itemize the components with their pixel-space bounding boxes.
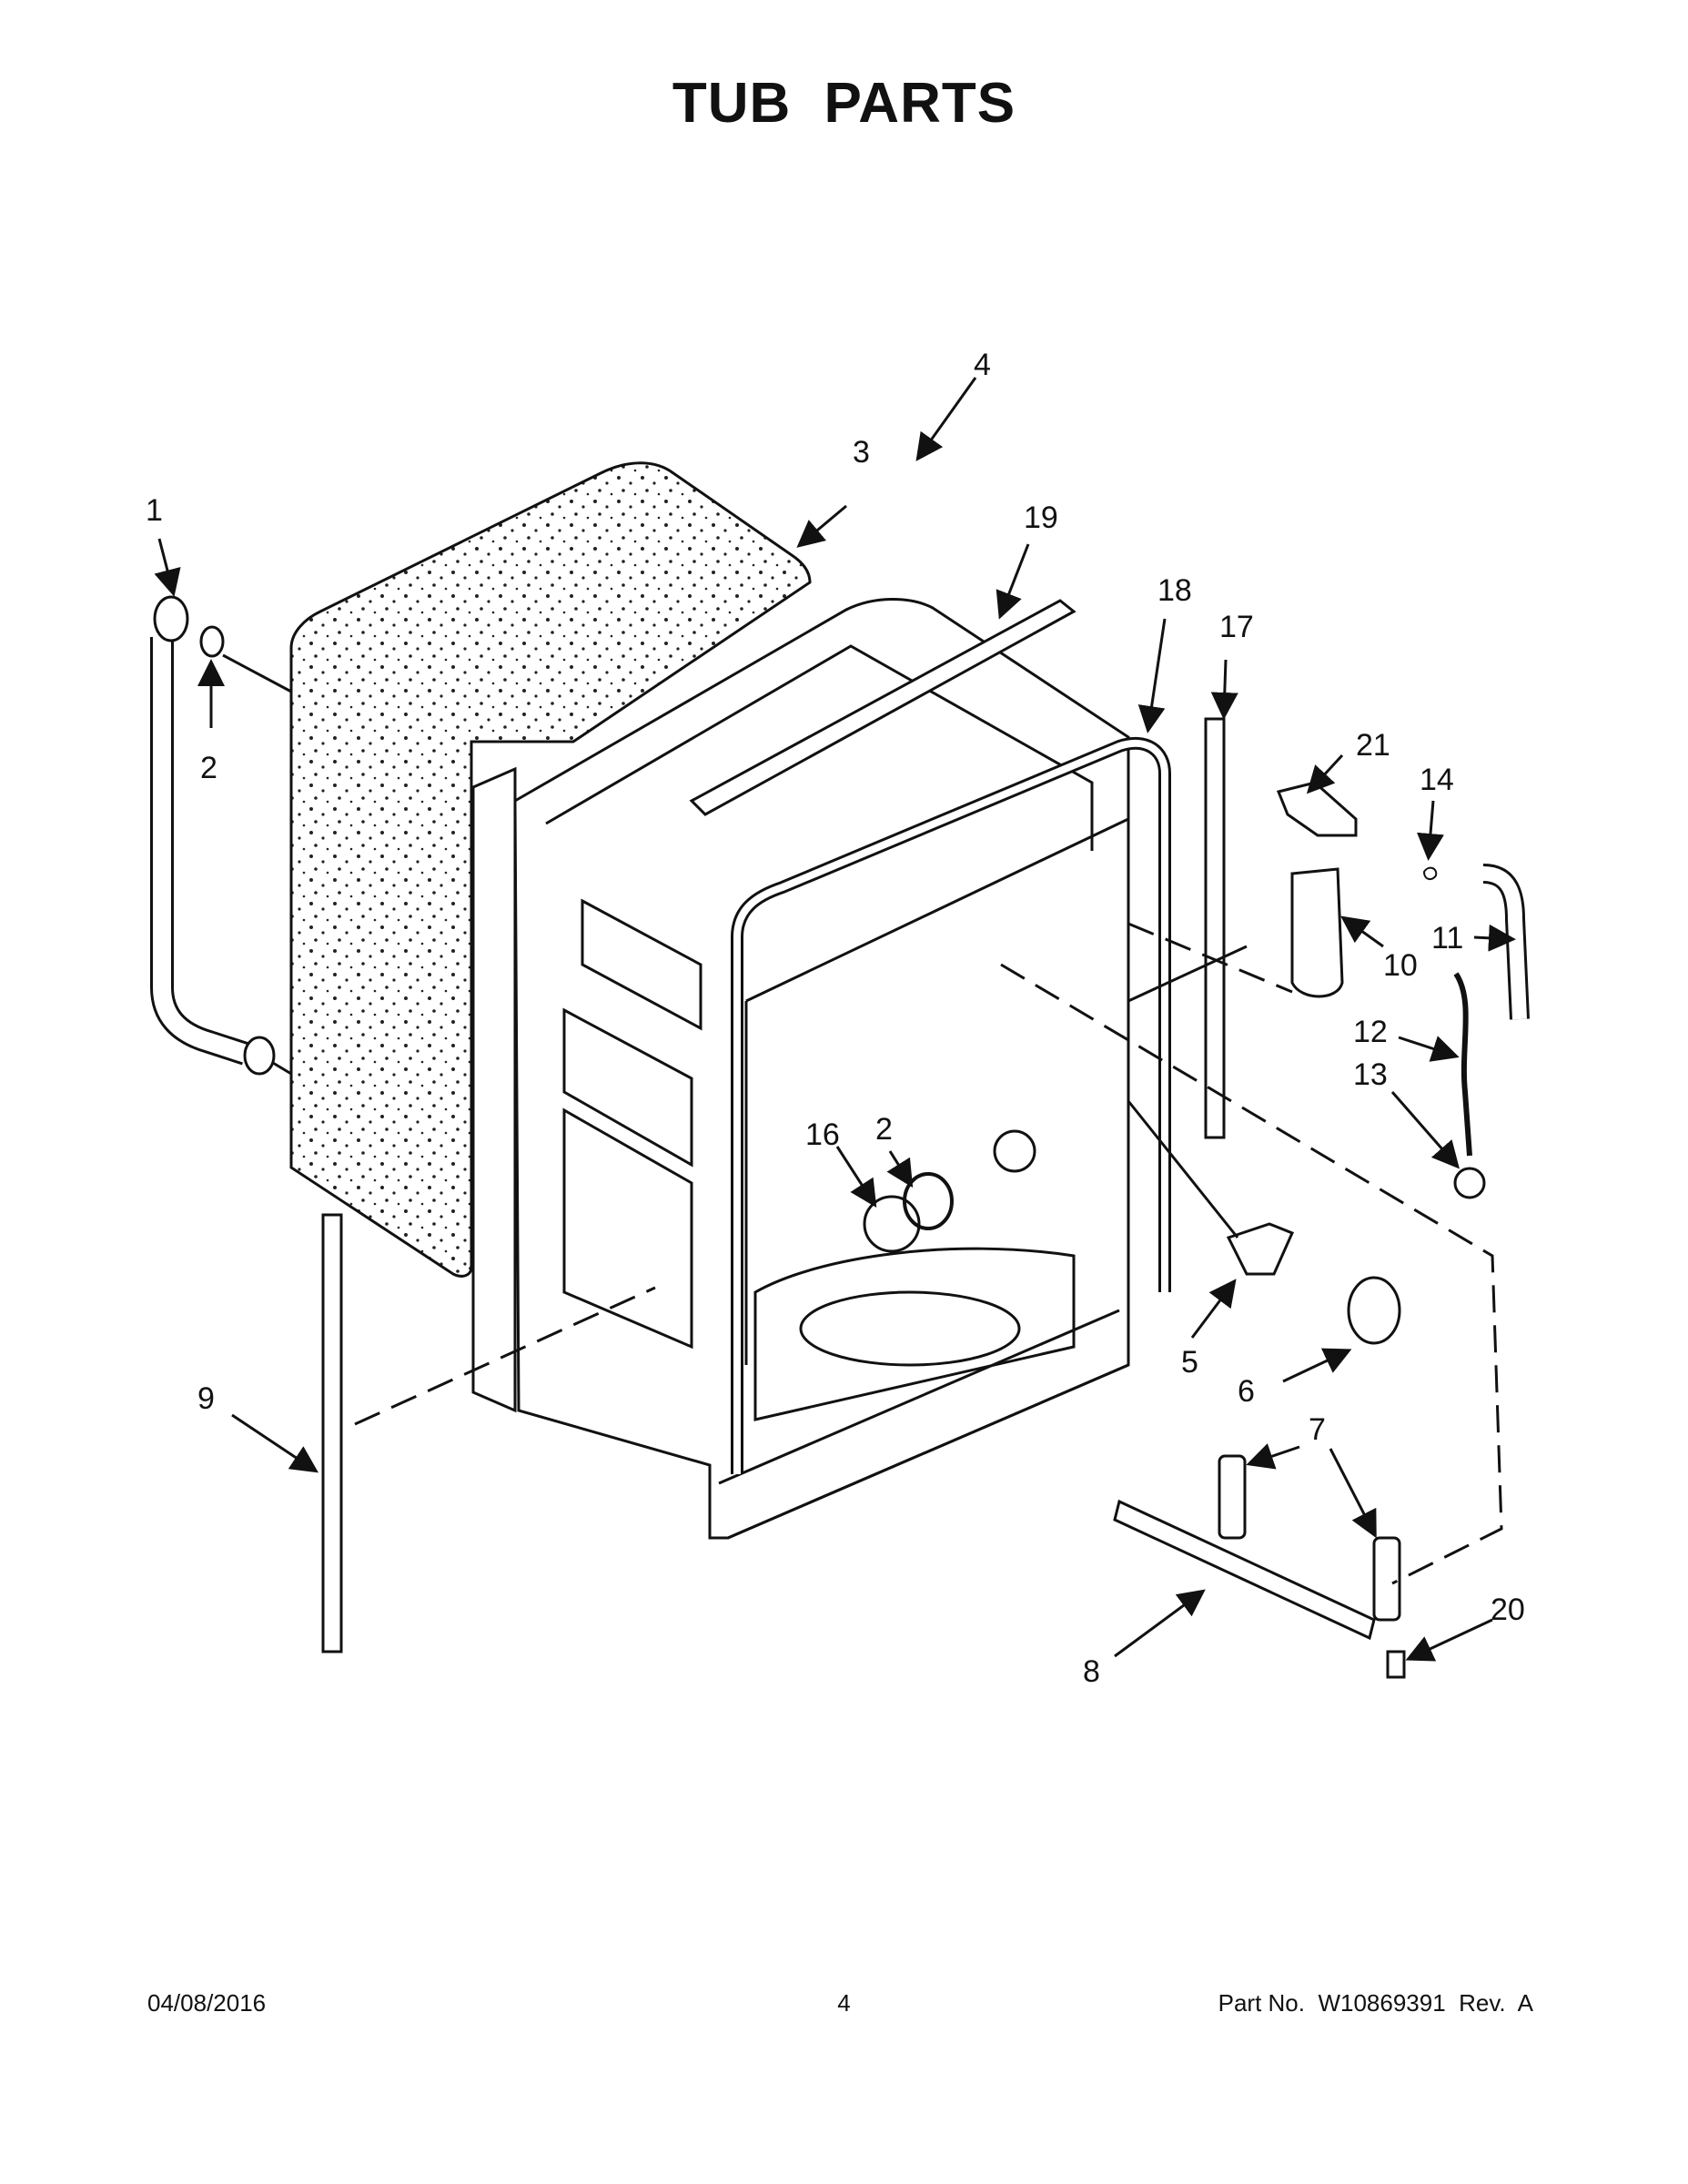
callout-16: 16 bbox=[805, 1117, 840, 1152]
footer-date: 04/08/2016 bbox=[147, 1989, 267, 2017]
rail bbox=[1113, 1499, 1376, 1641]
leveling-brackets bbox=[1218, 1454, 1401, 1622]
vent-bracket bbox=[1276, 781, 1358, 837]
hose-clamp bbox=[1422, 866, 1438, 881]
callout-2: 2 bbox=[200, 751, 217, 785]
callout-1: 1 bbox=[146, 493, 163, 528]
callout-14: 14 bbox=[1420, 763, 1454, 797]
insulation-blanket bbox=[289, 461, 812, 1278]
o-ring-top bbox=[199, 625, 225, 658]
footer-page-number: 4 bbox=[837, 1989, 851, 2017]
sump-nut bbox=[1347, 1276, 1401, 1345]
callout-3: 3 bbox=[853, 435, 870, 470]
wire-lead bbox=[1453, 972, 1472, 1157]
callout-2-inner: 2 bbox=[875, 1112, 893, 1147]
callout-7: 7 bbox=[1309, 1412, 1326, 1447]
nut bbox=[1226, 1222, 1295, 1276]
callout-20: 20 bbox=[1491, 1592, 1525, 1627]
callout-10: 10 bbox=[1383, 948, 1418, 983]
callout-17: 17 bbox=[1219, 610, 1254, 644]
o-ring-inner bbox=[903, 1172, 954, 1230]
callout-18: 18 bbox=[1157, 573, 1192, 608]
callout-12: 12 bbox=[1353, 1015, 1388, 1049]
callout-5: 5 bbox=[1181, 1345, 1198, 1380]
sensor bbox=[1453, 1167, 1486, 1199]
callout-11: 11 bbox=[1431, 921, 1463, 956]
clip bbox=[1386, 1650, 1406, 1679]
vent-housing bbox=[1290, 867, 1344, 998]
tub-body bbox=[471, 598, 1130, 1540]
callout-6: 6 bbox=[1238, 1374, 1255, 1409]
callout-4: 4 bbox=[974, 348, 991, 382]
callout-19: 19 bbox=[1024, 500, 1058, 535]
callout-9: 9 bbox=[197, 1381, 215, 1416]
drain-hose bbox=[150, 595, 276, 1076]
callout-8: 8 bbox=[1083, 1654, 1100, 1689]
assembly-lines bbox=[354, 922, 1503, 1585]
side-seal-strip bbox=[1204, 717, 1226, 1139]
footer-part-number: Part No. W10869391 Rev. A bbox=[1218, 1989, 1533, 2017]
bottom-seal-strip bbox=[321, 1213, 343, 1653]
filter bbox=[863, 1195, 921, 1253]
top-seal-strip bbox=[689, 599, 1076, 816]
callout-21: 21 bbox=[1356, 728, 1390, 763]
page-title: TUB PARTS bbox=[672, 72, 1016, 135]
callout-13: 13 bbox=[1353, 1057, 1388, 1092]
callout-labels: 1 2 3 4 19 18 17 21 14 11 10 12 13 16 2 … bbox=[146, 348, 1525, 1689]
leader-arrows bbox=[154, 377, 1516, 1662]
